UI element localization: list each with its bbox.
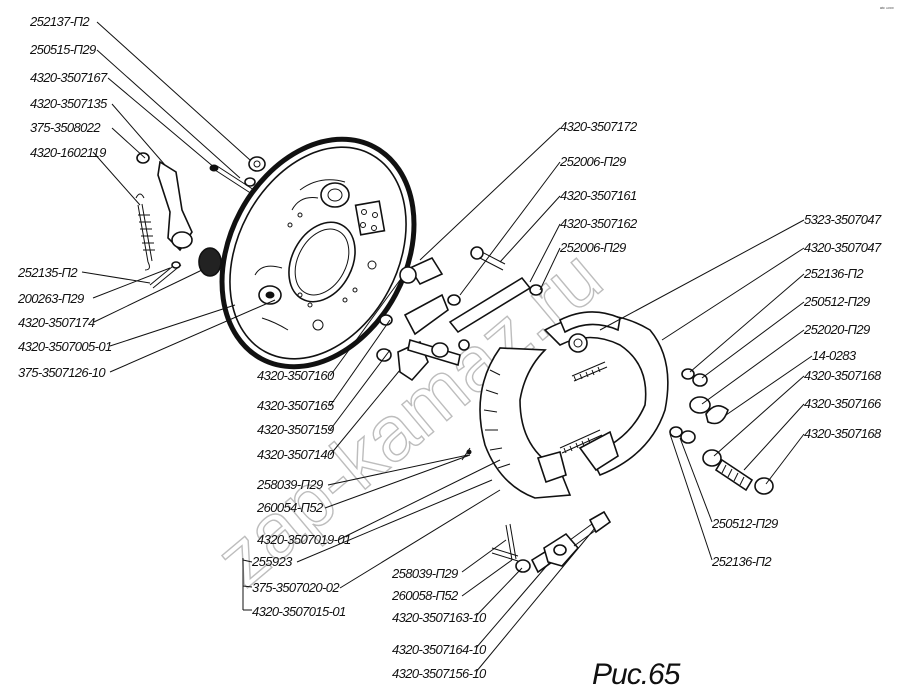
part-label: 250512-П29	[711, 516, 778, 531]
part-label: 4320-3507167	[30, 70, 108, 85]
part-label: 4320-3507019-01	[257, 532, 351, 547]
part-label: 200263-П29	[17, 291, 84, 306]
part-label: 252136-П2	[711, 554, 772, 569]
part-label: 255923	[251, 554, 293, 569]
part-label: 252020-П29	[803, 322, 870, 337]
middle-linkage	[376, 246, 543, 461]
part-label: 4320-3507168	[804, 368, 882, 383]
part-label: 258039-П29	[256, 477, 323, 492]
part-label: 4320-3507161	[560, 188, 637, 203]
part-label: 252137-П2	[29, 14, 90, 29]
part-label: 4320-3507174	[18, 315, 95, 330]
part-label: 252006-П29	[559, 240, 626, 255]
figure-caption: Рис.65	[592, 658, 681, 691]
bottom-adjuster	[491, 510, 612, 574]
part-label: 4320-3507165	[257, 398, 335, 413]
part-label: 5323-3507047	[804, 212, 882, 227]
part-label: 252006-П29	[559, 154, 626, 169]
part-labels: 252137-П2 250515-П29 4320-3507167 4320-3…	[17, 14, 883, 681]
part-label: 375-3507126-10	[18, 365, 106, 380]
brake-shoe-assembly	[479, 311, 669, 499]
part-label: 4320-3507047	[804, 240, 882, 255]
part-label: 375-3508022	[30, 120, 101, 135]
part-label: 4320-3507159	[257, 422, 334, 437]
part-label: 4320-3507162	[560, 216, 638, 231]
part-label: 375-3507020-02	[252, 580, 340, 595]
part-label: 250512-П29	[803, 294, 870, 309]
part-label: 4320-3507005-01	[18, 339, 112, 354]
part-label: 250515-П29	[29, 42, 96, 57]
left-small-parts	[135, 152, 266, 289]
part-label: 4320-3507156-10	[392, 666, 487, 681]
part-label: 4320-3507166	[804, 396, 882, 411]
part-label: 4320-3507172	[560, 119, 638, 134]
part-label: 4320-3507164-10	[392, 642, 487, 657]
part-label: 260054-П52	[256, 500, 324, 515]
part-label: 4320-3507163-10	[392, 610, 487, 625]
part-label: 4320-3507015-01	[252, 604, 346, 619]
part-label: 14-0283	[812, 348, 857, 363]
right-small-parts	[669, 368, 774, 495]
part-label: 4320-3507135	[30, 96, 108, 111]
leader-lines	[81, 21, 813, 673]
part-label: 4320-3507168	[804, 426, 882, 441]
corner-mark: ᵃᵗᶜ ⁿᵒᵒᵒ	[880, 6, 894, 12]
part-label: 258039-П29	[391, 566, 458, 581]
part-label: 260058-П52	[391, 588, 459, 603]
part-label: 4320-3507140	[257, 447, 335, 462]
part-label: 4320-1602119	[30, 145, 106, 160]
part-label: 252136-П2	[803, 266, 864, 281]
part-label: 4320-3507160	[257, 368, 335, 383]
part-label: 252135-П2	[17, 265, 78, 280]
brake-backing-plate	[219, 136, 417, 370]
